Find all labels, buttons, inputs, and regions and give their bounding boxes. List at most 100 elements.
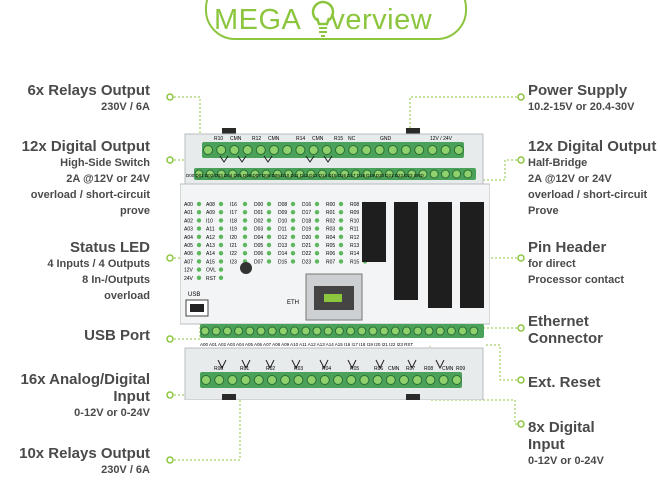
status-led — [290, 218, 296, 223]
bottom-terminal-label: R05 — [350, 366, 359, 372]
status-led — [290, 251, 296, 256]
reset-button-icon — [240, 262, 252, 274]
svg-text:USB: USB — [188, 292, 200, 298]
led-label: D07 — [254, 259, 263, 265]
status-led — [218, 275, 224, 280]
status-led — [218, 267, 224, 272]
status-led — [218, 226, 224, 231]
status-led — [338, 259, 344, 264]
top-terminal-label: R14 — [296, 136, 305, 142]
label-relays-bottom: 10x Relays Output 230V / 6A — [19, 445, 150, 476]
led-label: I23 — [230, 259, 237, 265]
status-led — [338, 218, 344, 223]
led-label: I10 — [206, 218, 213, 224]
led-label: R00 — [326, 202, 335, 208]
status-led — [290, 210, 296, 215]
top-terminal-label: R12 — [252, 136, 261, 142]
status-led — [266, 234, 272, 239]
label-analog-input: 16x Analog/Digital Input 0-12V or 0-24V — [20, 371, 150, 419]
bottom-row-text: A00 A01 A02 A03 A04 A05 A06 A07 A08 A09 … — [200, 342, 413, 347]
label-power-supply: Power Supply 10.2-15V or 20.4-30V — [528, 82, 635, 113]
status-led — [218, 259, 224, 264]
led-label: R14 — [350, 251, 359, 257]
bottom-terminal-label: R00 — [214, 366, 223, 372]
led-label: R13 — [350, 243, 359, 249]
led-label: A06 — [184, 251, 193, 257]
top-terminal-label: CMN — [230, 136, 242, 142]
led-label: A14 — [206, 251, 215, 257]
label-pin-header: Pin Header for direct Processor contact — [528, 239, 624, 286]
led-label: D03 — [254, 227, 263, 233]
status-led — [218, 234, 224, 239]
led-label: I17 — [230, 210, 237, 216]
led-label: I21 — [230, 243, 237, 249]
led-label: R11 — [350, 227, 359, 233]
status-led — [266, 226, 272, 231]
status-led — [314, 251, 320, 256]
status-led — [266, 201, 272, 207]
led-label: D20 — [302, 235, 311, 241]
bottom-terminal-label: R01 — [240, 366, 249, 372]
bottom-terminal-label: R09 — [456, 366, 465, 372]
led-label: A02 — [184, 218, 193, 224]
top-terminal-label: 12V / 24V — [430, 136, 453, 142]
status-led — [314, 259, 320, 264]
title-prefix: MEGA — [214, 4, 309, 36]
label-status-led: Status LED 4 Inputs / 4 Outputs 8 In-/Ou… — [47, 239, 150, 302]
status-led — [196, 267, 202, 272]
status-led — [314, 201, 320, 207]
status-led — [196, 242, 202, 248]
label-digital-input: 8x Digital Input 0-12V or 0-24V — [528, 419, 604, 467]
bottom-terminal-label: R03 — [294, 366, 303, 372]
led-label: R15 — [350, 259, 359, 265]
led-label: D18 — [302, 218, 311, 224]
status-led — [314, 234, 320, 239]
status-led — [338, 251, 344, 256]
status-led — [218, 251, 224, 256]
led-label: D09 — [278, 210, 287, 216]
title-suffix: verview — [330, 4, 433, 36]
led-label: D12 — [278, 235, 287, 241]
bottom-terminal-label: CMN — [442, 366, 454, 372]
status-led — [290, 259, 296, 264]
led-label: A15 — [206, 259, 215, 265]
led-label: D14 — [278, 251, 287, 257]
led-label: D05 — [254, 243, 263, 249]
status-led — [196, 234, 202, 239]
led-label: A05 — [184, 243, 193, 249]
top-terminal-label: R15 — [334, 136, 343, 142]
led-label: R04 — [326, 235, 335, 241]
led-label: I20 — [230, 235, 237, 241]
led-label: R05 — [326, 243, 335, 249]
bottom-terminal-label: R08 — [424, 366, 433, 372]
led-label: A08 — [206, 202, 215, 208]
status-led — [266, 251, 272, 256]
led-label: D00 — [254, 202, 263, 208]
status-led — [290, 226, 296, 231]
bottom-terminal-label: R04 — [322, 366, 331, 372]
status-led — [266, 259, 272, 264]
status-led — [314, 226, 320, 231]
status-led — [338, 234, 344, 239]
led-label: D21 — [302, 243, 311, 249]
led-label: D10 — [278, 218, 287, 224]
status-led — [196, 259, 202, 264]
status-led — [266, 210, 272, 215]
top-terminal-label: CMN — [268, 136, 280, 142]
label-digital-output-right: 12x Digital Output Half-Bridge 2A @12V o… — [528, 138, 657, 217]
top-terminal-label: GND — [380, 136, 392, 142]
led-label: R10 — [350, 218, 359, 224]
led-label: D01 — [254, 210, 263, 216]
led-label: A09 — [206, 210, 215, 216]
led-label: I16 — [230, 202, 237, 208]
led-label: D15 — [278, 259, 287, 265]
led-label: D11 — [278, 227, 287, 233]
led-label: D22 — [302, 251, 311, 257]
status-led — [338, 226, 344, 231]
label-digital-output-left: 12x Digital Output High-Side Switch 2A @… — [21, 138, 150, 217]
status-led — [290, 234, 296, 239]
top-terminal-label: R10 — [214, 136, 223, 142]
label-ext-reset: Ext. Reset — [528, 374, 601, 391]
